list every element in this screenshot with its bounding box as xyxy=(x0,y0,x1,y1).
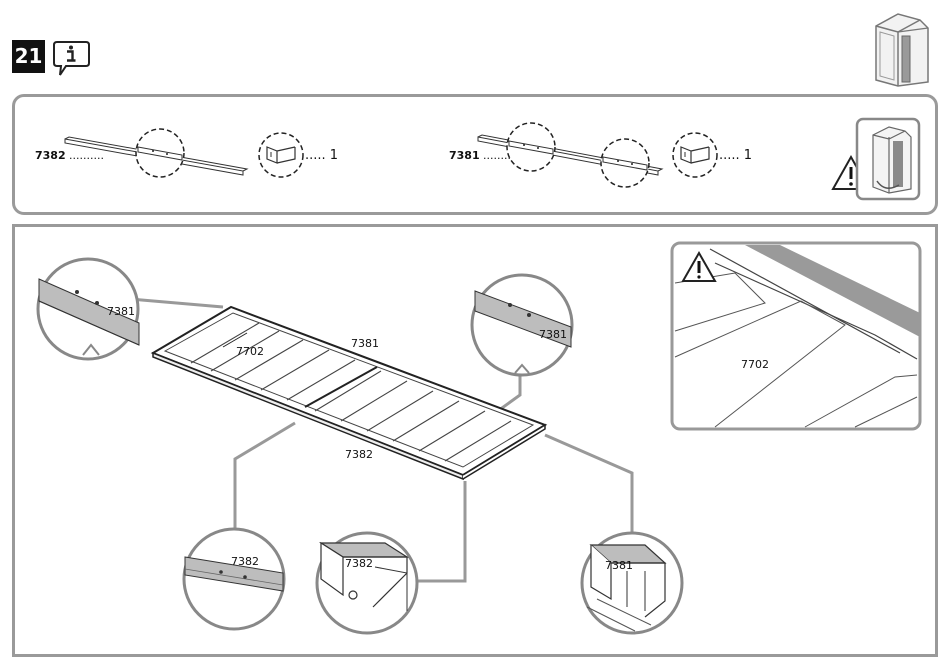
detail-callout-top-right: 7381 xyxy=(472,275,572,375)
callout-label: 7381 xyxy=(605,559,633,572)
panel-label: 7702 xyxy=(236,345,264,358)
assembly-drawing: 7381 7382 7702 7381 7381 7382 xyxy=(15,227,935,654)
detail-callout-top-left: 7381 xyxy=(38,259,139,359)
callout-label: 7381 xyxy=(539,328,567,341)
bottom-rail-label: 7382 xyxy=(345,448,373,461)
top-rail-label: 7381 xyxy=(351,337,379,350)
callout-label: 7382 xyxy=(231,555,259,568)
callout-label: 7382 xyxy=(345,557,373,570)
info-icon xyxy=(52,39,92,79)
part-quantity: ..... 1 xyxy=(719,148,752,163)
inset-detail-panel: 7702 xyxy=(672,243,920,429)
detail-callout-bottom-left: 7382 xyxy=(184,529,284,629)
shed-thumbnail-icon xyxy=(868,10,938,88)
part-code: 7381 xyxy=(449,149,480,162)
detail-callout-bottom-right: 7381 xyxy=(582,533,682,633)
part-dots: .......... xyxy=(69,149,104,162)
part-quantity: ..... 1 xyxy=(305,148,338,163)
shed-orientation-icon xyxy=(857,119,919,199)
part-code: 7382 xyxy=(35,149,66,162)
parts-panel: 7382 .......... ..... 1 7381 .......... … xyxy=(12,94,938,215)
inset-label: 7702 xyxy=(741,358,769,371)
detail-callout-bottom-middle: 7382 xyxy=(317,533,417,633)
step-number-badge: 21 xyxy=(12,40,45,73)
callout-label: 7381 xyxy=(107,305,135,318)
parts-drawing: 7382 .......... ..... 1 7381 .......... … xyxy=(15,97,935,212)
assembly-panel: 7381 7382 7702 7381 7381 7382 xyxy=(12,224,938,657)
